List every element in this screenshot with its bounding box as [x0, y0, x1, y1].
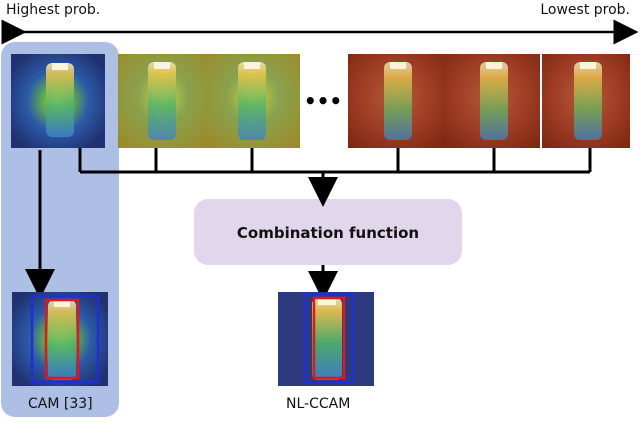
heatmap-3 [206, 54, 300, 148]
bbox-red [44, 298, 80, 380]
highest-prob-label: Highest prob. [6, 2, 101, 18]
heatmap-5 [444, 54, 540, 148]
connector-bus [78, 148, 592, 174]
nl-ccam-result-image [278, 292, 374, 386]
bbox-blue [30, 294, 100, 384]
heatmap-2 [118, 54, 208, 148]
bbox-red [312, 296, 346, 380]
cam-result-image [12, 292, 108, 386]
heatmap-1 [11, 54, 105, 148]
cam-label: CAM [33] [28, 396, 93, 412]
ellipsis: ••• [304, 89, 342, 113]
combination-function-box [194, 199, 462, 265]
heatmap-6 [542, 54, 630, 148]
lowest-prob-label: Lowest prob. [540, 2, 630, 18]
combination-label: Combination function [237, 224, 419, 242]
nl-ccam-label: NL-CCAM [286, 396, 351, 412]
bbox-blue [303, 292, 355, 384]
heatmap-4 [348, 54, 444, 148]
